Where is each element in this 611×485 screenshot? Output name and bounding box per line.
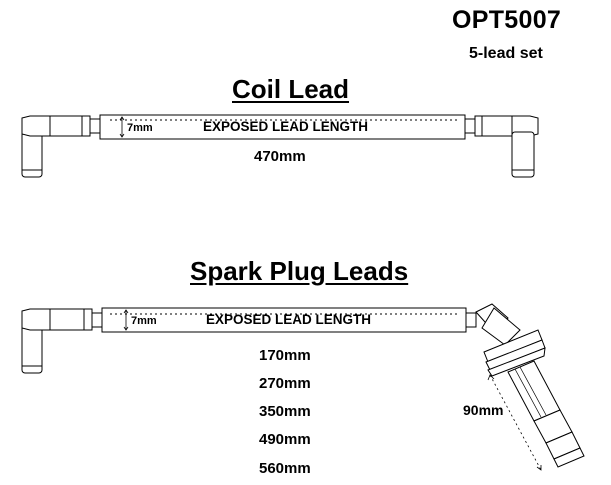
coil-lead-title: Coil Lead (232, 74, 350, 104)
spark-lead-length-1: 170mm (259, 347, 311, 364)
boot-length-label: 90mm (463, 402, 504, 418)
spark-diameter-label: 7mm (131, 315, 157, 327)
set-description: 5-lead set (469, 45, 543, 62)
spark-plug-boot (465, 303, 585, 468)
spark-left-connector (21, 308, 103, 374)
spark-lead-length-3: 350mm (259, 403, 311, 420)
spark-lead-drawing (21, 303, 585, 471)
spark-lead-length-2: 270mm (259, 375, 311, 392)
spark-lead-body (101, 307, 467, 333)
coil-lead-length: 470mm (254, 148, 306, 165)
coil-right-connector (464, 115, 539, 178)
spark-lead-length-4: 490mm (259, 431, 311, 448)
part-number: OPT5007 (452, 6, 562, 34)
spark-exposed-lead-label: EXPOSED LEAD LENGTH (206, 312, 372, 327)
spark-plug-leads-title: Spark Plug Leads (190, 256, 409, 286)
coil-diameter-label: 7mm (127, 122, 153, 134)
spark-lead-length-5: 560mm (259, 460, 311, 477)
coil-left-connector (21, 115, 101, 178)
coil-exposed-lead-label: EXPOSED LEAD LENGTH (203, 119, 369, 134)
coil-lead-drawing (21, 114, 539, 178)
